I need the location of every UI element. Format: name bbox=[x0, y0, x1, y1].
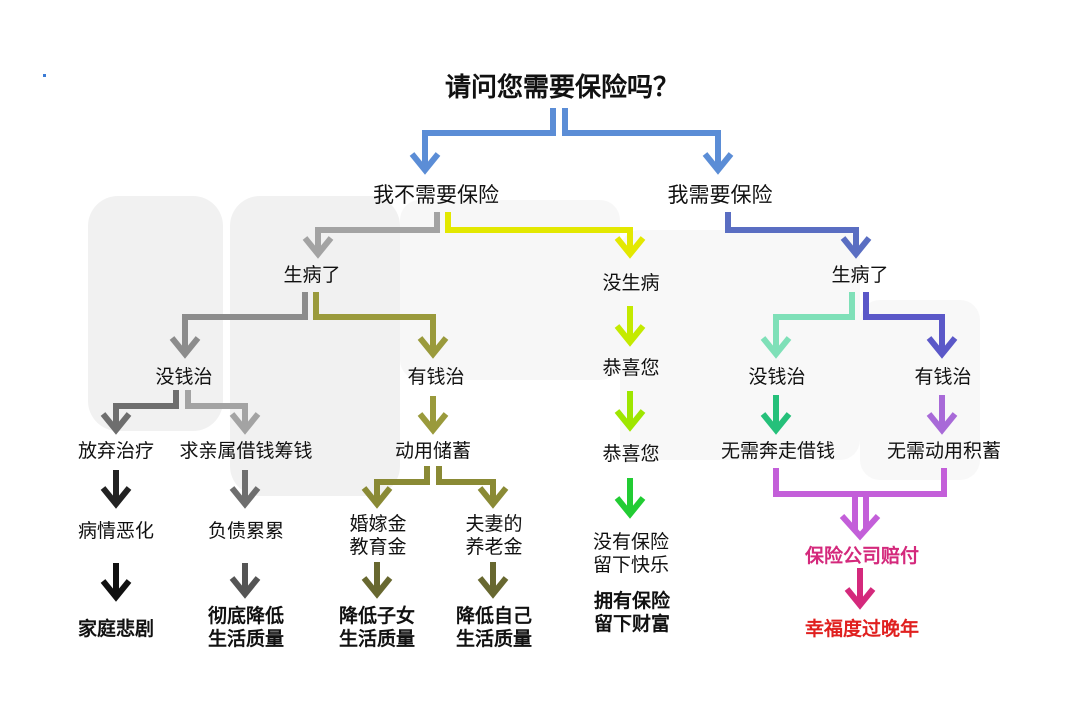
arrow-merge-to-insurer bbox=[773, 468, 947, 530]
arrowhead-title-to-no-need bbox=[409, 152, 441, 175]
node-congrats-2: 恭喜您 bbox=[602, 443, 660, 465]
node-no-insurance-happiness: 没有保险 留下快乐 bbox=[592, 531, 670, 576]
arrow-savings-to-pension bbox=[436, 466, 496, 500]
arrowhead-no-money-to-give-up bbox=[100, 412, 132, 435]
arrowhead-merge-to-insurer bbox=[839, 513, 881, 541]
node-not-sick: 没生病 bbox=[602, 272, 660, 294]
node-no-need-use-savings: 无需动用积蓄 bbox=[886, 440, 1002, 462]
arrow-no-money-to-borrow bbox=[185, 390, 248, 428]
arrowhead-no-need-to-healthy bbox=[614, 236, 646, 259]
node-lower-children-life-quality: 降低子女 生活质量 bbox=[338, 605, 416, 650]
arrow-title-to-need bbox=[562, 108, 721, 168]
node-no-need-sick: 生病了 bbox=[283, 264, 341, 286]
node-has-money-treatment: 有钱治 bbox=[407, 366, 465, 388]
arrowhead-need-no-money-to-no-borrow bbox=[760, 412, 792, 435]
node-family-tragedy: 家庭悲剧 bbox=[77, 618, 155, 640]
node-give-up-treatment: 放弃治疗 bbox=[77, 440, 155, 462]
node-use-savings: 动用储蓄 bbox=[394, 440, 472, 462]
arrow-no-need-to-healthy bbox=[445, 212, 633, 252]
node-borrow-from-relatives: 求亲属借钱筹钱 bbox=[179, 440, 313, 462]
node-no-need-insurance: 我不需要保险 bbox=[373, 183, 499, 207]
arrow-sick-to-no-money bbox=[182, 292, 308, 352]
arrow-savings-to-marriage bbox=[374, 466, 430, 500]
node-no-money-treatment: 没钱治 bbox=[155, 366, 213, 388]
node-need-sick: 生病了 bbox=[831, 264, 889, 286]
arrow-sick-to-has-money bbox=[313, 292, 436, 352]
arrow-no-need-to-sick bbox=[315, 212, 440, 252]
node-no-need-borrow: 无需奔走借钱 bbox=[720, 440, 836, 462]
arrowhead-title-to-need bbox=[702, 152, 734, 175]
arrowhead-need-sick-to-no-money bbox=[760, 336, 792, 359]
node-lower-own-life-quality: 降低自己 生活质量 bbox=[455, 605, 533, 650]
diagram-title: 请问您需要保险吗？ bbox=[444, 73, 680, 103]
arrowhead-marriage-to-children-life bbox=[361, 576, 393, 599]
node-couple-pension: 夫妻的 养老金 bbox=[465, 513, 523, 558]
node-heavy-debt: 负债累累 bbox=[207, 520, 285, 542]
arrowhead-sick-to-no-money bbox=[169, 336, 201, 359]
node-with-insurance-wealth: 拥有保险 留下财富 bbox=[593, 590, 671, 635]
arrowhead-need-to-sick bbox=[840, 236, 872, 259]
blue-dot-mark bbox=[43, 74, 46, 77]
node-need-no-money: 没钱治 bbox=[748, 366, 806, 388]
arrowhead-insurer-to-happy bbox=[844, 587, 876, 610]
arrowhead-debt-to-lower-life bbox=[229, 576, 261, 599]
arrowhead-need-sick-to-has-money bbox=[926, 336, 958, 359]
arrow-need-sick-to-has-money bbox=[863, 292, 945, 352]
arrow-need-sick-to-no-money bbox=[773, 292, 855, 352]
node-greatly-lower-life-quality: 彻底降低 生活质量 bbox=[207, 605, 285, 650]
arrowhead-no-money-to-borrow bbox=[229, 412, 261, 435]
node-need-has-money: 有钱治 bbox=[914, 366, 972, 388]
node-congrats-1: 恭喜您 bbox=[602, 357, 660, 379]
arrow-need-to-sick bbox=[725, 212, 859, 252]
node-condition-worsens: 病情恶化 bbox=[77, 520, 155, 542]
node-need-insurance: 我需要保险 bbox=[667, 183, 773, 207]
arrowhead-sick-to-has-money bbox=[417, 336, 449, 359]
arrowhead-congrats1-to-congrats2 bbox=[614, 409, 646, 432]
arrow-no-money-to-give-up bbox=[113, 390, 179, 428]
arrowhead-need-has-money-to-keep-savings bbox=[926, 412, 958, 435]
arrowhead-borrow-to-debt bbox=[229, 486, 261, 509]
arrowhead-worse-to-tragedy bbox=[100, 579, 132, 602]
arrowhead-savings-to-pension bbox=[477, 486, 509, 509]
arrowhead-no-need-to-sick bbox=[302, 236, 334, 259]
arrowhead-healthy-to-congrats1 bbox=[614, 324, 646, 347]
node-marriage-education-fund: 婚嫁金 教育金 bbox=[349, 513, 407, 558]
arrow-title-to-no-need bbox=[422, 108, 556, 168]
node-insurer-pays: 保险公司赔付 bbox=[804, 545, 920, 567]
arrowhead-has-money-to-savings bbox=[417, 412, 449, 435]
arrowhead-savings-to-marriage bbox=[361, 486, 393, 509]
arrowhead-give-up-to-worse bbox=[100, 486, 132, 509]
arrowhead-pension-to-self-life bbox=[477, 576, 509, 599]
arrowhead-congrats2-to-happiness bbox=[614, 496, 646, 519]
node-happy-old-age: 幸福度过晚年 bbox=[804, 618, 920, 640]
